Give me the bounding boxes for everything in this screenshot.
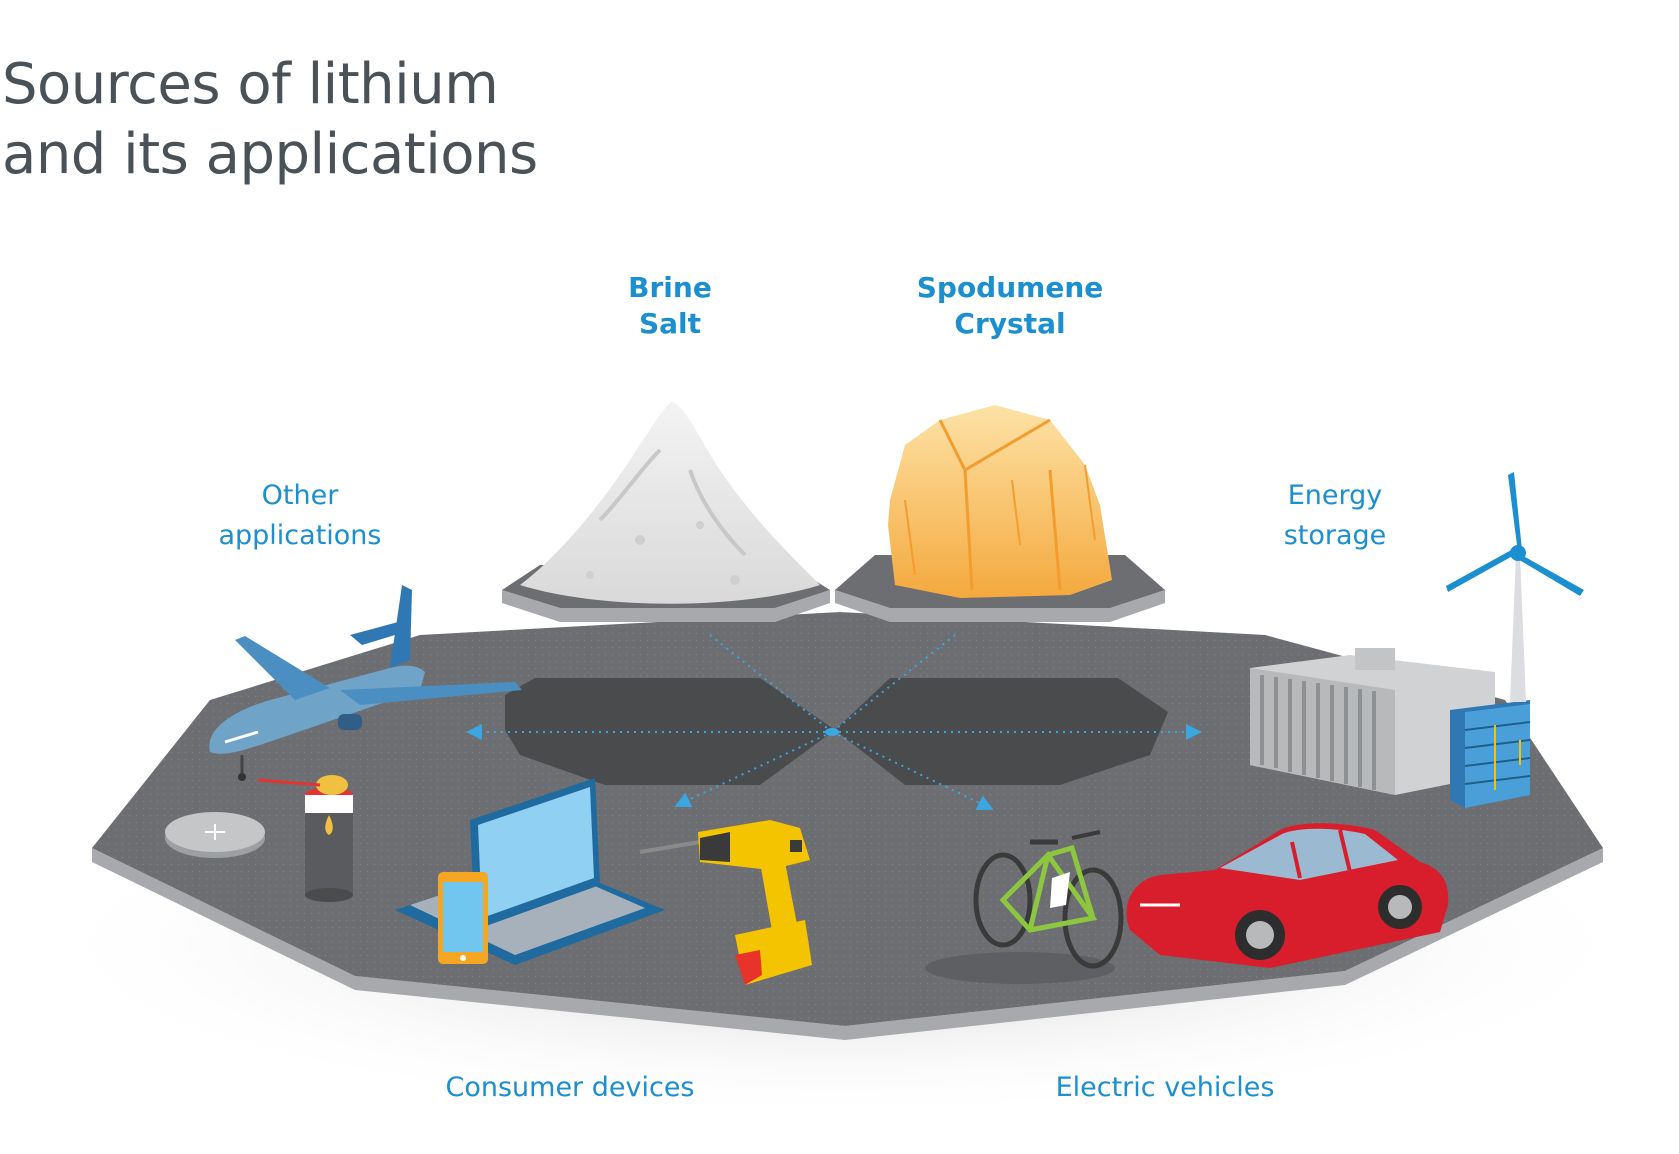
label-spodumene-crystal: Spodumene Crystal bbox=[895, 270, 1125, 342]
e-bike-icon bbox=[925, 830, 1124, 984]
label-ev-line1: Electric vehicles bbox=[1055, 1072, 1275, 1103]
coin-battery-icon bbox=[165, 812, 265, 858]
label-energy-storage: Energy storage bbox=[1240, 476, 1430, 556]
label-energy-line2: storage bbox=[1283, 520, 1387, 551]
spodumene-crystal-icon bbox=[835, 405, 1165, 622]
airplane-icon bbox=[209, 585, 522, 781]
wind-turbine-icon bbox=[1446, 472, 1584, 702]
cordless-drill-icon bbox=[639, 820, 812, 985]
label-consumer-devices: Consumer devices bbox=[400, 1068, 740, 1108]
label-consumer-line1: Consumer devices bbox=[445, 1072, 695, 1103]
label-spodumene-line1: Spodumene bbox=[916, 271, 1104, 304]
label-spodumene-line2: Crystal bbox=[954, 307, 1066, 340]
flow-arrows bbox=[466, 634, 1202, 811]
title-line-2: and its applications bbox=[2, 122, 538, 187]
battery-storage-building-icon bbox=[1250, 648, 1531, 808]
flow-hub bbox=[825, 728, 839, 736]
label-other-line2: applications bbox=[218, 520, 382, 551]
smartphone-icon bbox=[438, 872, 488, 964]
label-energy-line1: Energy bbox=[1287, 480, 1383, 511]
label-other-applications: Other applications bbox=[200, 476, 400, 556]
page-title: Sources of lithium and its applications bbox=[2, 50, 538, 190]
title-line-1: Sources of lithium bbox=[2, 52, 499, 117]
label-brine-line2: Salt bbox=[638, 307, 702, 340]
electric-car-icon bbox=[1126, 823, 1449, 968]
label-brine-line1: Brine bbox=[628, 271, 712, 304]
label-brine-salt: Brine Salt bbox=[610, 270, 730, 342]
salt-pile-icon bbox=[502, 402, 830, 622]
label-electric-vehicles: Electric vehicles bbox=[1000, 1068, 1330, 1108]
lubricant-can-icon bbox=[257, 775, 353, 902]
label-other-line1: Other bbox=[261, 480, 339, 511]
